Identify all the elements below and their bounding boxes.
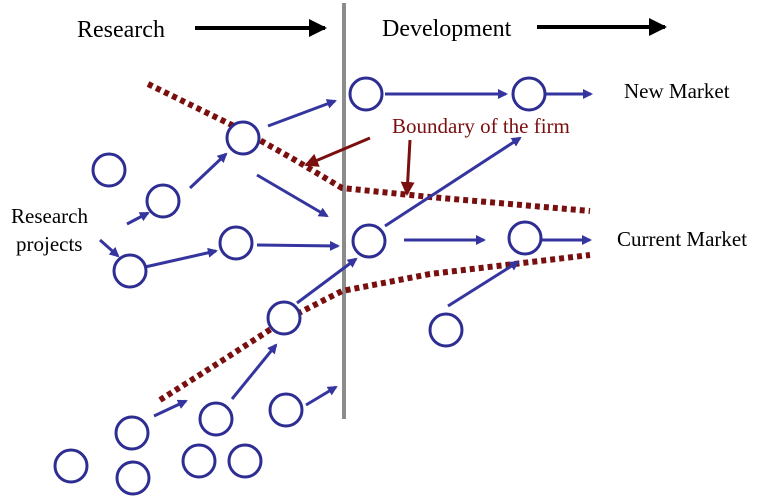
new-market-label: New Market — [624, 79, 730, 103]
flow-arrow — [305, 385, 338, 407]
project-node — [181, 443, 217, 479]
project-node — [348, 76, 384, 112]
research-header: Research — [77, 17, 165, 43]
project-node — [227, 443, 263, 479]
research-projects-label-line2: projects — [16, 232, 82, 256]
flow-arrow — [144, 247, 218, 269]
project-node — [351, 223, 387, 259]
project-node — [114, 415, 150, 451]
flow-arrow — [230, 343, 278, 400]
flow-arrow — [384, 136, 522, 228]
flow-arrow — [296, 257, 358, 305]
project-node — [511, 76, 547, 112]
project-node — [91, 152, 127, 188]
boundary-pointer-upper-left — [304, 136, 371, 167]
flow-arrow — [153, 399, 188, 418]
project-node — [507, 220, 543, 256]
project-node — [268, 392, 304, 428]
flow-arrow — [256, 240, 340, 251]
firm-boundary-lower — [158, 252, 591, 403]
project-node — [53, 448, 89, 484]
research-projects-pointer — [99, 238, 120, 258]
project-node — [266, 300, 302, 336]
project-node — [225, 120, 261, 156]
project-node — [112, 253, 148, 289]
boundary-pointer-upper-right — [400, 139, 415, 196]
research-projects-label-line1: Research — [11, 204, 88, 228]
project-node — [115, 460, 151, 496]
flow-arrow — [126, 211, 150, 226]
flow-arrow — [267, 99, 337, 128]
project-node — [145, 183, 181, 219]
project-node — [218, 225, 254, 261]
current-market-label: Current Market — [617, 227, 747, 251]
flow-arrow — [447, 260, 520, 308]
flow-arrow — [256, 173, 329, 218]
project-node — [428, 312, 464, 348]
project-node — [198, 401, 234, 437]
firm-boundary-upper — [146, 81, 591, 214]
flow-arrow — [188, 152, 228, 190]
boundary-label: Boundary of the firm — [392, 114, 570, 138]
development-header: Development — [382, 16, 512, 42]
